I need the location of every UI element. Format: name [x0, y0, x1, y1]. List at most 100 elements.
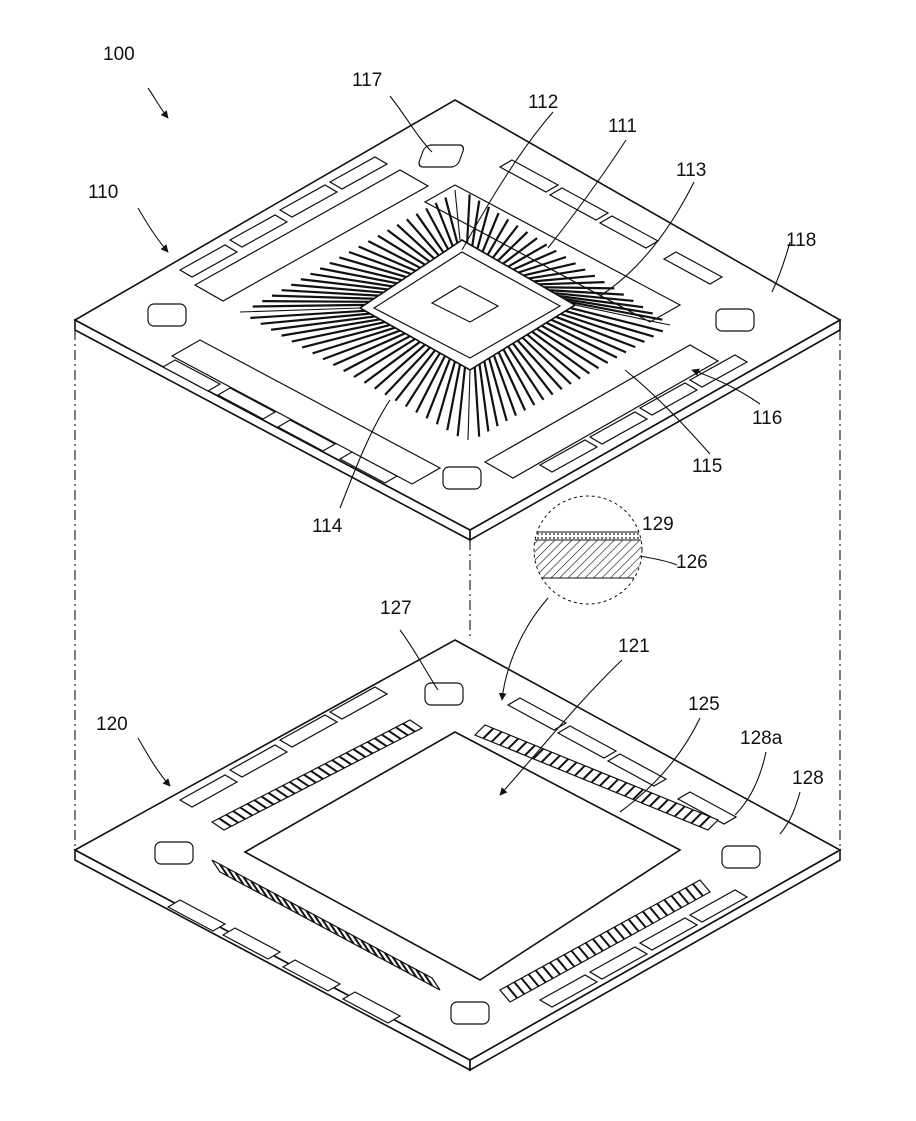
- lead-finger: [322, 329, 401, 361]
- pad-tick: [313, 914, 323, 928]
- label-100: 100: [103, 44, 135, 65]
- label-127: 127: [380, 598, 412, 619]
- pad-tick: [556, 957, 568, 972]
- lead-finger: [481, 212, 500, 253]
- lead-finger: [262, 299, 370, 303]
- label-120: 120: [96, 714, 128, 735]
- lead-finger: [497, 231, 529, 262]
- label-118: 118: [786, 230, 816, 251]
- leader-128: [779, 791, 801, 835]
- pad-tick: [665, 802, 678, 814]
- pad-tick: [615, 781, 628, 794]
- lead-finger: [300, 278, 388, 291]
- bottom-slots-upper-left: [178, 686, 389, 808]
- lead-finger: [332, 332, 406, 367]
- pad-tick: [563, 954, 576, 968]
- pad-tick: [620, 922, 633, 936]
- pad-tick: [515, 741, 528, 753]
- pad-tick: [317, 766, 331, 777]
- leader-120: [137, 737, 171, 787]
- lead-finger: [531, 330, 591, 375]
- label-111: 111: [608, 116, 637, 137]
- lead-finger: [483, 360, 499, 427]
- lead-finger: [502, 237, 538, 265]
- pad-tick: [682, 809, 694, 821]
- leader-121: [499, 659, 623, 796]
- lead-finger: [271, 294, 374, 300]
- lead-finger: [396, 223, 435, 260]
- pad-tick: [384, 952, 394, 966]
- lead-finger: [507, 243, 548, 268]
- leader-112: [461, 111, 554, 251]
- lead-finger: [363, 340, 421, 384]
- pad-tick: [310, 770, 324, 780]
- pad-tick: [657, 798, 669, 811]
- pad-tick: [582, 768, 594, 780]
- pad-tick: [520, 977, 533, 991]
- pad-tick: [305, 910, 316, 924]
- lead-finger: [521, 336, 572, 385]
- lead-finger: [386, 229, 431, 263]
- pad-tick: [234, 872, 245, 886]
- pad-tick: [698, 815, 711, 828]
- pad-tick: [250, 880, 261, 894]
- lead-finger: [425, 358, 452, 419]
- lead-finger: [476, 206, 490, 250]
- bottom-slots-upper-right: [506, 697, 738, 825]
- lead-finger: [415, 213, 445, 253]
- pad-tick: [289, 781, 303, 791]
- lead-finger: [301, 323, 391, 349]
- pad-tick: [692, 883, 704, 897]
- lead-finger: [545, 321, 618, 359]
- pad-tick: [242, 876, 253, 890]
- pad-tick: [321, 918, 331, 932]
- pad-tick: [549, 754, 561, 767]
- lead-finger: [541, 324, 609, 364]
- leader-127: [399, 629, 439, 691]
- pad-tick: [219, 863, 229, 877]
- label-128: 128: [792, 768, 824, 789]
- detail-circle: [498, 495, 643, 701]
- label-117: 117: [352, 70, 382, 91]
- label-128a: 128a: [740, 728, 783, 749]
- pad-tick: [367, 741, 381, 751]
- lead-finger: [539, 280, 605, 286]
- label-115: 115: [692, 456, 722, 477]
- pad-tick: [253, 799, 267, 809]
- pad-tick: [352, 748, 366, 758]
- leader-115: [624, 369, 711, 455]
- pad-tick: [297, 905, 308, 919]
- pad-tick: [359, 744, 374, 755]
- lead-finger: [559, 295, 644, 309]
- pad-tick: [527, 973, 540, 987]
- lead-finger: [471, 200, 481, 247]
- pad-tick: [388, 730, 402, 740]
- pad-tick: [656, 902, 668, 917]
- lead-finger: [491, 224, 519, 259]
- top-corner-holes: [147, 144, 755, 490]
- leader-126: [639, 555, 678, 566]
- pad-tick: [534, 969, 547, 983]
- pad-tick: [226, 867, 237, 881]
- lead-finger: [560, 312, 645, 343]
- pad-tick: [258, 884, 268, 898]
- pad-tick: [266, 888, 276, 903]
- top-slots-upper-left: [178, 156, 430, 302]
- pad-tick: [642, 910, 654, 925]
- lead-finger: [404, 352, 441, 408]
- pad-tick: [670, 895, 683, 909]
- pad-tick: [368, 943, 378, 957]
- lead-finger: [281, 318, 381, 337]
- pad-tick: [329, 922, 339, 936]
- pad-tick: [590, 771, 603, 784]
- pad-tick: [649, 795, 661, 807]
- lead-finger: [291, 321, 386, 343]
- pad-tick: [260, 795, 275, 806]
- lead-finger: [456, 367, 467, 437]
- lead-finger: [343, 335, 411, 373]
- lead-finger: [358, 245, 417, 272]
- pad-tick: [338, 755, 352, 766]
- lead-finger: [507, 345, 545, 401]
